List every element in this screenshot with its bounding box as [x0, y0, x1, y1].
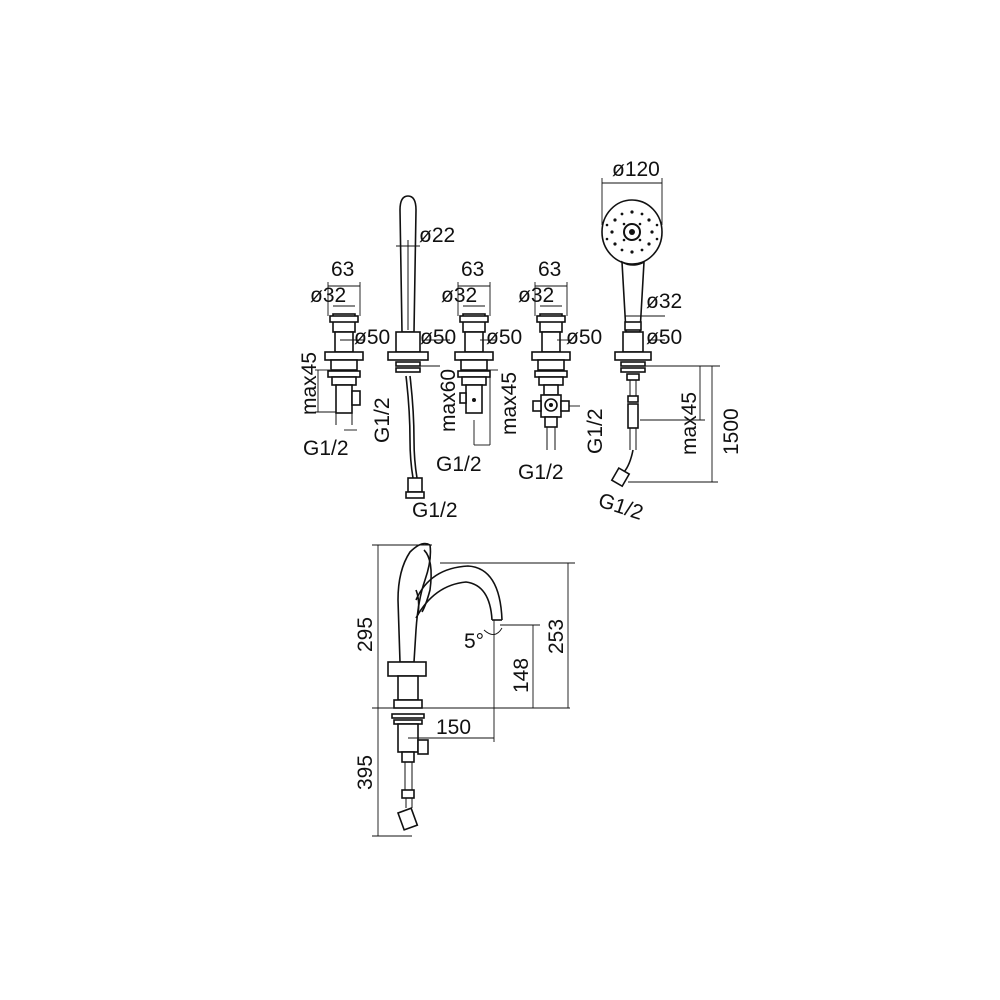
handshower-dims	[601, 178, 720, 483]
spout-thread-label: G1/2	[412, 499, 458, 522]
valve-left-thread-bottom-label: G1/2	[303, 437, 349, 460]
side-view-dims	[372, 544, 575, 837]
valve-center-dims	[457, 282, 498, 446]
side-total-height-label: 295	[354, 617, 377, 652]
valve-left-dims	[315, 282, 365, 431]
handshower-head-diameter-label: ø120	[612, 158, 660, 181]
handshower-handle-diameter-label: ø32	[646, 290, 682, 313]
spout-top-view	[387, 195, 429, 499]
side-reach-label: 150	[436, 716, 471, 739]
valve-center-thread-label: G1/2	[436, 453, 482, 476]
spout-flange-label: ø50	[420, 326, 456, 349]
diverter-diameter-flange-label: ø50	[566, 326, 602, 349]
valve-center-width-label: 63	[461, 258, 484, 281]
valve-left-max-label: max45	[298, 352, 321, 415]
handshower-hose-length-label: 1500	[720, 408, 743, 455]
spout-diameter-label: ø22	[419, 224, 455, 247]
valve-left-width-label: 63	[331, 258, 354, 281]
side-outlet-height-label: 253	[545, 619, 568, 654]
valve-center-diameter-flange-label: ø50	[486, 326, 522, 349]
handshower	[601, 199, 663, 488]
handshower-max-label: max45	[678, 392, 701, 455]
side-angle-label: 5°	[464, 630, 484, 653]
diverter	[531, 313, 571, 450]
side-clearance-label: 148	[510, 658, 533, 693]
side-below-deck-label: 395	[354, 755, 377, 790]
shower-head-nozzles	[605, 210, 659, 254]
valve-left-diameter-flange-label: ø50	[354, 326, 390, 349]
diverter-dims	[534, 282, 580, 407]
diverter-width-label: 63	[538, 258, 561, 281]
valve-center-diameter-top-label: ø32	[441, 284, 477, 307]
diverter-diameter-top-label: ø32	[518, 284, 554, 307]
spout-max-label: max60	[437, 369, 460, 432]
valve-center-max-label: max45	[498, 372, 521, 435]
valve-left-thread-side-label: G1/2	[371, 397, 394, 443]
side-view-mixer	[387, 542, 503, 831]
diverter-thread-side-label: G1/2	[584, 408, 607, 454]
handshower-thread-label: G1/2	[595, 489, 645, 525]
spout-dims	[396, 245, 450, 367]
valve-center	[454, 313, 494, 414]
valve-left	[324, 313, 364, 425]
diverter-thread-bottom-label: G1/2	[518, 461, 564, 484]
valve-left-diameter-top-label: ø32	[310, 284, 346, 307]
handshower-flange-label: ø50	[646, 326, 682, 349]
